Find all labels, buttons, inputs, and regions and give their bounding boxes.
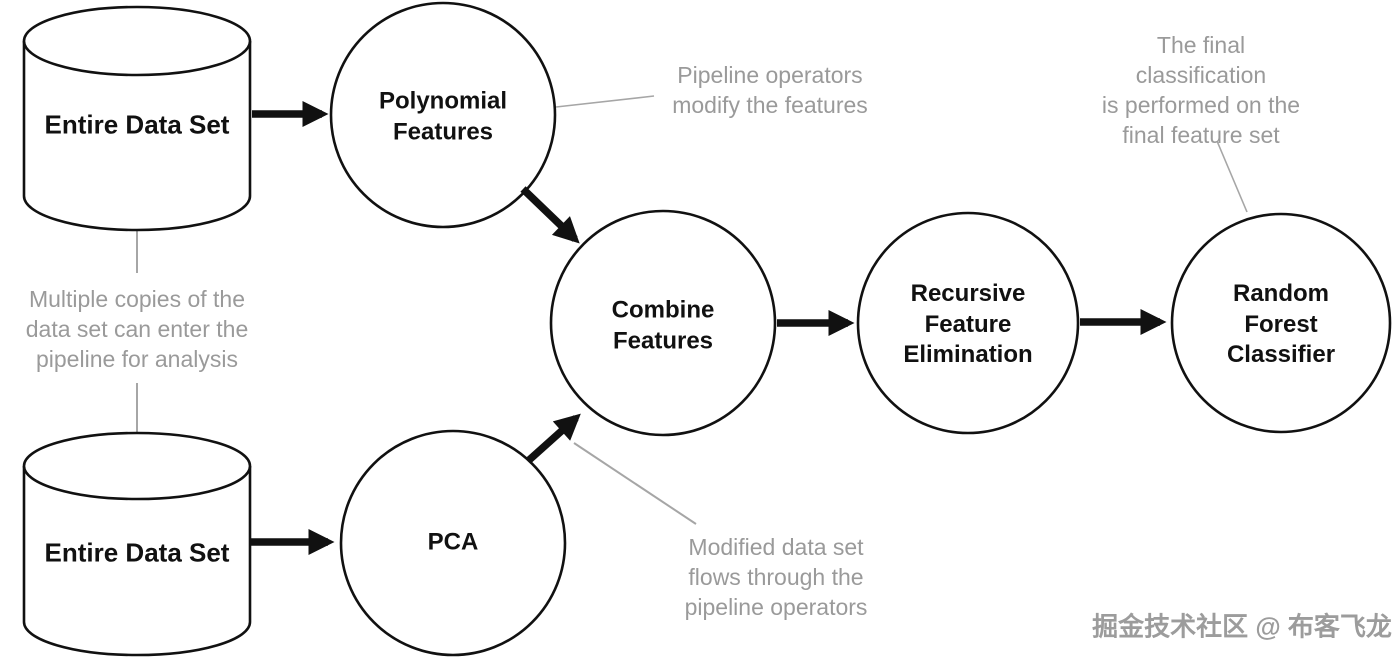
recursive-feature-elimination-circle xyxy=(856,211,1080,435)
callout-line-final-classification xyxy=(1216,140,1248,213)
callout-line-modified-data xyxy=(573,442,697,525)
arrow-polynomial-to-combine xyxy=(520,186,580,244)
random-forest-classifier-label: Random Forest Classifier xyxy=(1226,279,1336,369)
combine-features-label: Combine Features xyxy=(611,296,715,354)
polynomial-features-circle xyxy=(329,1,557,229)
dataset-bottom-label: Entire Data Set xyxy=(44,537,230,568)
arrow-pca-to-combine xyxy=(525,413,581,464)
pca-circle xyxy=(339,429,567,657)
pipeline-operators-note: Pipeline operators modify the features xyxy=(672,62,868,118)
multiple-copies-note: Multiple copies of the data set can ente… xyxy=(25,286,249,372)
watermark: 掘金技术社区 @ 布客飞龙 xyxy=(1092,611,1392,642)
database-cylinder-top-shape xyxy=(22,5,252,232)
database-cylinder-bottom-shape xyxy=(22,431,252,657)
random-forest-classifier-circle xyxy=(1170,212,1392,434)
combine-features-circle xyxy=(549,209,777,437)
modified-data-note: Modified data set flows through the pipe… xyxy=(684,534,868,620)
pca-label: PCA xyxy=(427,528,479,556)
final-classification-note: The final classification is performed on… xyxy=(1101,32,1301,148)
recursive-feature-elimination-label: Recursive Feature Elimination xyxy=(903,279,1033,369)
callout-line-pipeline-operators xyxy=(555,95,655,108)
dataset-top-label: Entire Data Set xyxy=(44,109,230,140)
polynomial-features-label: Polynomial Features xyxy=(378,87,508,145)
